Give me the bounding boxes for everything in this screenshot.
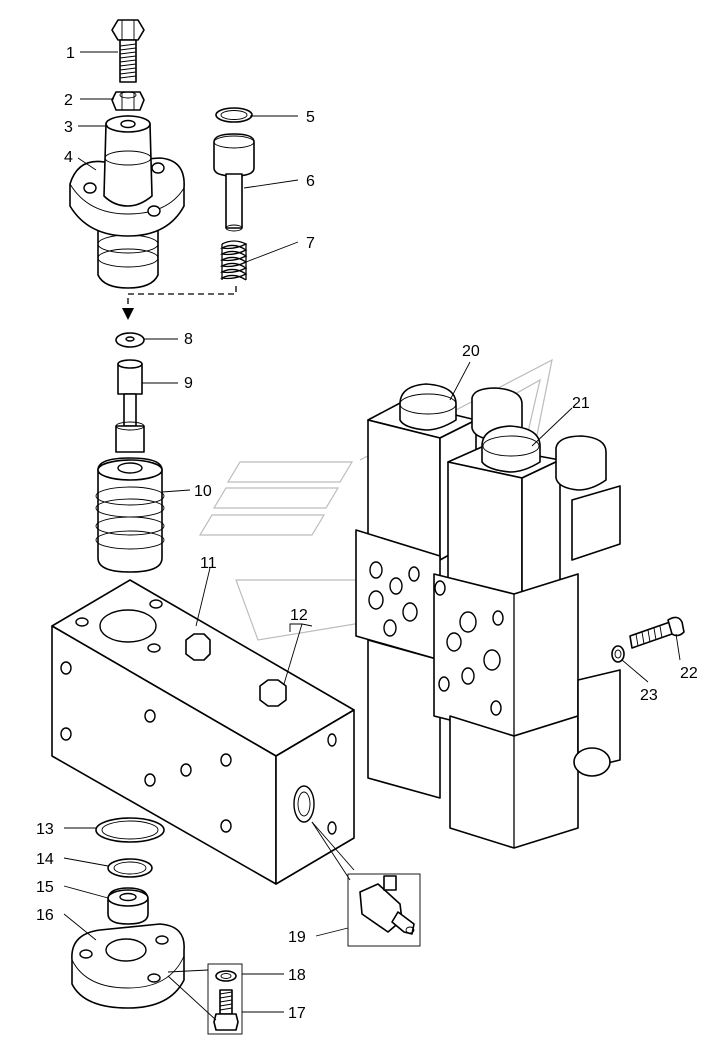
part-1-bolt bbox=[111, 19, 145, 83]
callout-20: 20 bbox=[462, 343, 480, 360]
callout-14: 14 bbox=[36, 851, 54, 868]
callout-21: 21 bbox=[572, 395, 590, 412]
callout-22: 22 bbox=[680, 665, 698, 682]
leader-lines bbox=[63, 51, 681, 1013]
callout-4: 4 bbox=[64, 149, 73, 166]
callout-15: 15 bbox=[36, 879, 54, 896]
part-9-spool bbox=[115, 359, 145, 453]
part-11-valve-block bbox=[51, 579, 355, 885]
callout-18: 18 bbox=[288, 967, 306, 984]
callout-1: 1 bbox=[66, 45, 75, 62]
callout-8: 8 bbox=[184, 331, 193, 348]
callout-7: 7 bbox=[306, 235, 315, 252]
part-15-plug bbox=[107, 887, 149, 925]
part-14-o-ring bbox=[107, 858, 153, 878]
callout-9: 9 bbox=[184, 375, 193, 392]
part-13-o-ring bbox=[95, 817, 165, 843]
part-7-spring bbox=[219, 240, 248, 281]
part-5-o-ring bbox=[215, 107, 253, 123]
callout-12: 12 bbox=[290, 607, 308, 624]
part-19-fitting bbox=[311, 821, 421, 947]
callout-3: 3 bbox=[64, 119, 73, 136]
callout-11: 11 bbox=[200, 555, 217, 572]
part-23-washer bbox=[611, 645, 625, 663]
part-20-21-solenoid-valve bbox=[355, 383, 621, 849]
callout-16: 16 bbox=[36, 907, 54, 924]
callout-17: 17 bbox=[288, 1005, 306, 1022]
part-17-18-bolt-washer bbox=[167, 963, 243, 1035]
callout-13: 13 bbox=[36, 821, 54, 838]
callout-19: 19 bbox=[288, 929, 306, 946]
part-16-flange-cover bbox=[71, 923, 185, 1009]
part-8-washer bbox=[115, 332, 145, 348]
part-2-nut bbox=[111, 91, 145, 111]
part-22-screw bbox=[629, 616, 685, 649]
part-3-4-cap-flange bbox=[69, 115, 185, 289]
callout-23: 23 bbox=[640, 687, 658, 704]
callout-10: 10 bbox=[194, 483, 212, 500]
callout-2: 2 bbox=[64, 92, 73, 109]
part-10-sleeve bbox=[95, 457, 165, 573]
part-6-piston bbox=[213, 133, 255, 232]
callout-labels: 1 2 3 4 5 6 7 8 9 10 11 12 13 14 15 16 1… bbox=[36, 45, 698, 1022]
callout-5: 5 bbox=[306, 109, 315, 126]
callout-6: 6 bbox=[306, 173, 315, 190]
assembly-dashed-line bbox=[122, 286, 237, 320]
